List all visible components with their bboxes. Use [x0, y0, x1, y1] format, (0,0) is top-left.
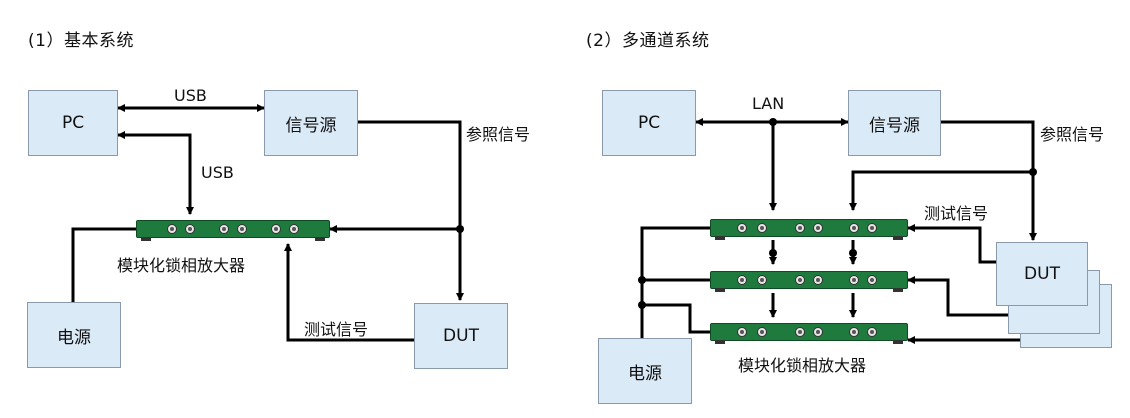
- connector-knob: [867, 327, 877, 337]
- power-bus: [640, 226, 710, 338]
- ref-to-amp1: [849, 170, 1033, 211]
- power-box: 电源: [27, 302, 121, 368]
- connector-knob: [813, 275, 823, 285]
- ref-signal-left: [358, 120, 464, 301]
- lockin-amplifier-2: [710, 271, 908, 292]
- dut-box: DUT: [414, 303, 508, 369]
- connector-knob: [795, 223, 805, 233]
- connector-knob: [757, 223, 767, 233]
- ref-signal-label: 参照信号: [1040, 125, 1105, 144]
- signal-source-label: 信号源: [285, 115, 337, 136]
- connector-knob: [757, 327, 767, 337]
- connector-knob: [185, 224, 195, 234]
- power-link-left: [71, 227, 136, 302]
- pc-label: PC: [61, 113, 85, 133]
- connector-knob: [849, 275, 859, 285]
- ref-signal-right: [941, 120, 1037, 241]
- power-label: 电源: [628, 363, 662, 384]
- test-signal-left: [284, 243, 414, 342]
- usb-top-label: USB: [174, 86, 207, 105]
- signal-source-label: 信号源: [869, 115, 920, 136]
- signal-source-box: 信号源: [848, 90, 941, 156]
- power-box: 电源: [598, 338, 692, 404]
- ref-signal-label: 参照信号: [466, 125, 531, 144]
- connector-knob: [867, 223, 877, 233]
- connector-knob: [289, 224, 299, 234]
- dut-box: DUT: [996, 242, 1088, 306]
- connector-knob: [271, 224, 281, 234]
- dut-label: DUT: [1024, 264, 1060, 284]
- test-signal-label: 测试信号: [304, 320, 369, 339]
- connector-knob: [757, 275, 767, 285]
- connector-knob: [813, 223, 823, 233]
- lockin-amplifier-1: [710, 219, 908, 240]
- multichannel-system-title: (2）多通道系统: [586, 31, 710, 51]
- pc-box: PC: [602, 90, 696, 156]
- basic-system-title: (1）基本系统: [28, 31, 134, 51]
- pc-label: PC: [637, 113, 661, 133]
- connector-knob: [219, 224, 229, 234]
- connector-knob: [849, 223, 859, 233]
- usb-side-label: USB: [201, 163, 234, 182]
- connector-knob: [867, 275, 877, 285]
- test-signal-label: 测试信号: [924, 204, 989, 223]
- amplifier-label: 模块化锁相放大器: [738, 356, 867, 375]
- connector-knob: [237, 224, 247, 234]
- connector-knob: [795, 275, 805, 285]
- lockin-amplifier: [136, 220, 330, 241]
- pc-box: PC: [28, 90, 118, 156]
- connector-knob: [737, 223, 747, 233]
- connector-knob: [813, 327, 823, 337]
- connector-knob: [795, 327, 805, 337]
- amplifier-label: 模块化锁相放大器: [117, 256, 246, 275]
- lan-label: LAN: [752, 94, 785, 113]
- test-signal-right-2: [907, 276, 1008, 317]
- dut-label: DUT: [443, 326, 479, 346]
- connector-knob: [737, 327, 747, 337]
- lockin-amplifier-3: [710, 323, 908, 344]
- usb-link-pc-amp: [117, 131, 194, 215]
- connector-knob: [849, 327, 859, 337]
- connector-knob: [737, 275, 747, 285]
- test-signal-right-1: [907, 224, 1000, 264]
- power-label: 电源: [57, 327, 91, 348]
- signal-source-box: 信号源: [264, 90, 358, 156]
- connector-knob: [167, 224, 177, 234]
